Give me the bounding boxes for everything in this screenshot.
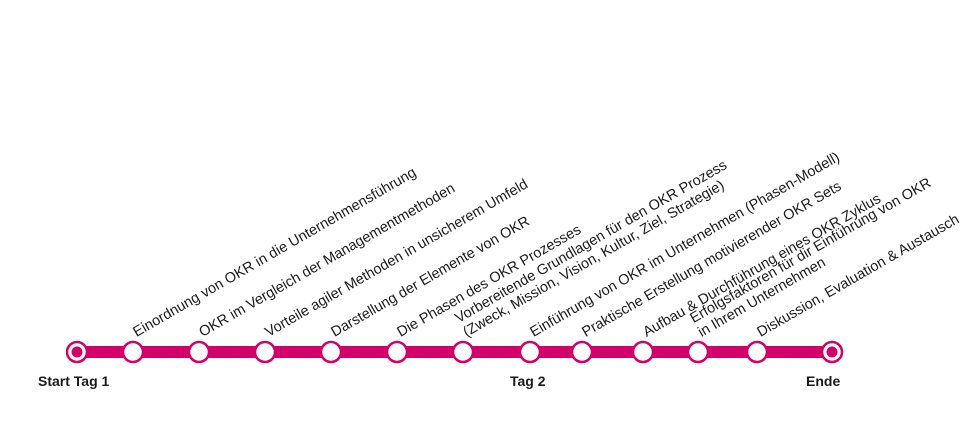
day2-label: Tag 2: [510, 373, 546, 389]
topic-node: [319, 340, 343, 364]
topic-node: [686, 340, 710, 364]
topic-node: [121, 340, 145, 364]
topic-node: [385, 340, 409, 364]
topic-node: [518, 340, 542, 364]
topic-node: [745, 340, 769, 364]
topic-node: [631, 340, 655, 364]
topic-node: [187, 340, 211, 364]
end-node: [820, 340, 844, 364]
topic-node: [451, 340, 475, 364]
start-label: Start Tag 1: [38, 373, 110, 389]
start-node: [65, 340, 89, 364]
topic-node: [570, 340, 594, 364]
topic-node: [253, 340, 277, 364]
end-label: Ende: [806, 373, 841, 389]
